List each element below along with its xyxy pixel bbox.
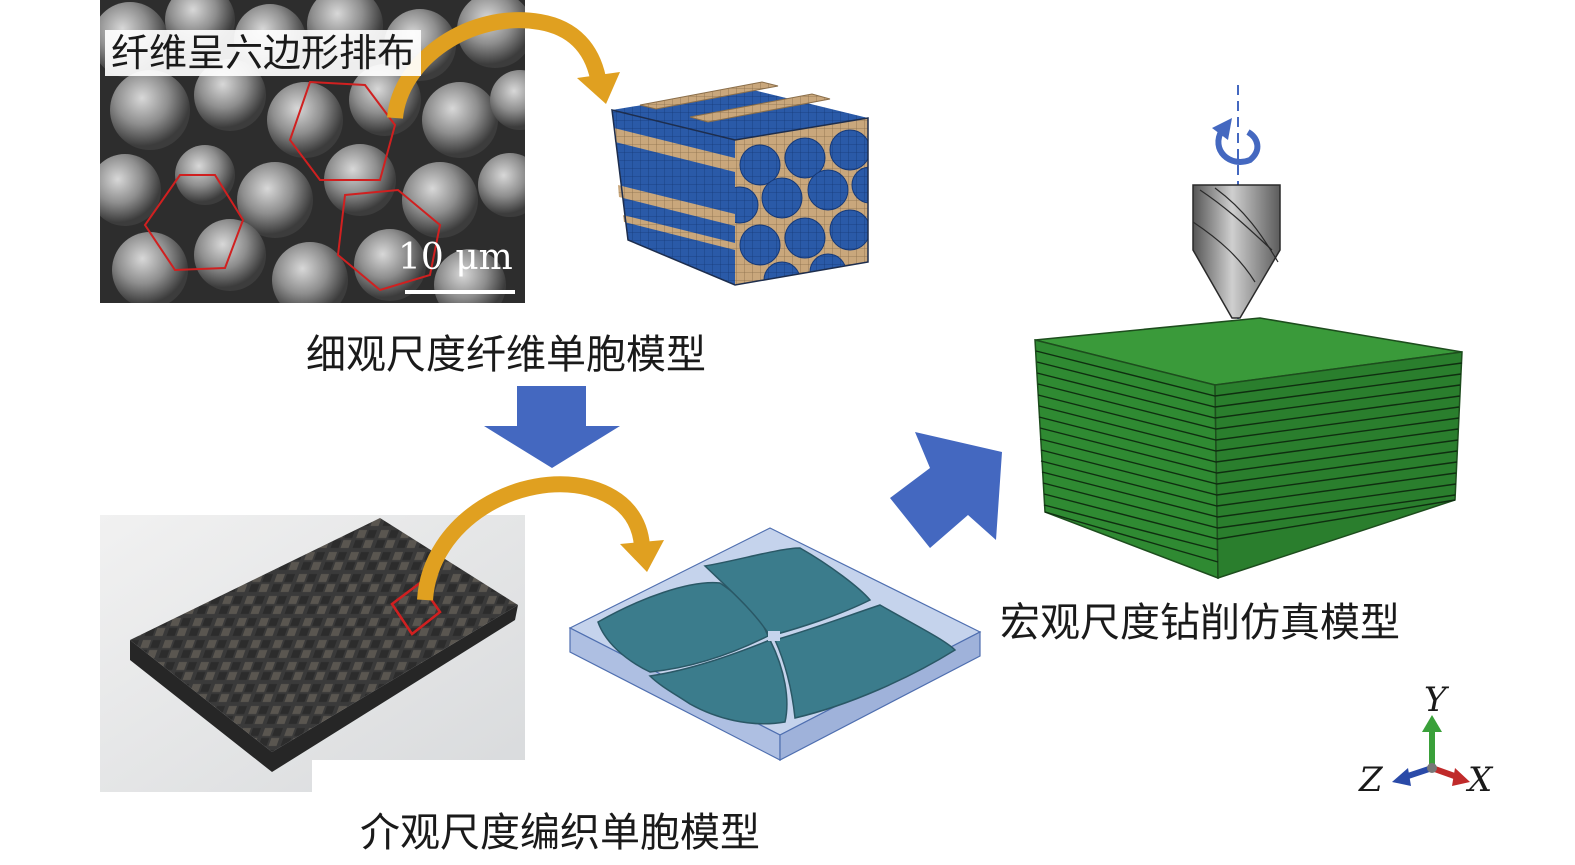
macro-caption: 宏观尺度钻削仿真模型 (1000, 600, 1400, 646)
micro-caption: 细观尺度纤维单胞模型 (306, 332, 706, 378)
carbon-plate-photo (100, 515, 525, 792)
scale-bar-label: 10 μm (398, 237, 513, 278)
ply-lines (1035, 350, 1463, 563)
axis-triad (1392, 715, 1470, 786)
highlight-square (390, 581, 442, 636)
axis-z-label: Z (1359, 760, 1383, 800)
diagonal-arrow (890, 432, 1002, 548)
curved-arrow-top (387, 12, 620, 120)
fiber-cube (611, 81, 869, 286)
drilling-model (1034, 85, 1463, 580)
curved-arrow-bottom (417, 476, 664, 601)
hexagon-outlines (143, 80, 442, 292)
axis-y-label: Y (1424, 680, 1447, 720)
woven-unit-cell (568, 527, 982, 761)
meso-caption: 介观尺度编织单胞模型 (360, 810, 760, 856)
down-arrow (484, 386, 620, 468)
sem-title-label: 纤维呈六边形排布 (105, 30, 422, 76)
axis-x-label: X (1468, 760, 1493, 800)
